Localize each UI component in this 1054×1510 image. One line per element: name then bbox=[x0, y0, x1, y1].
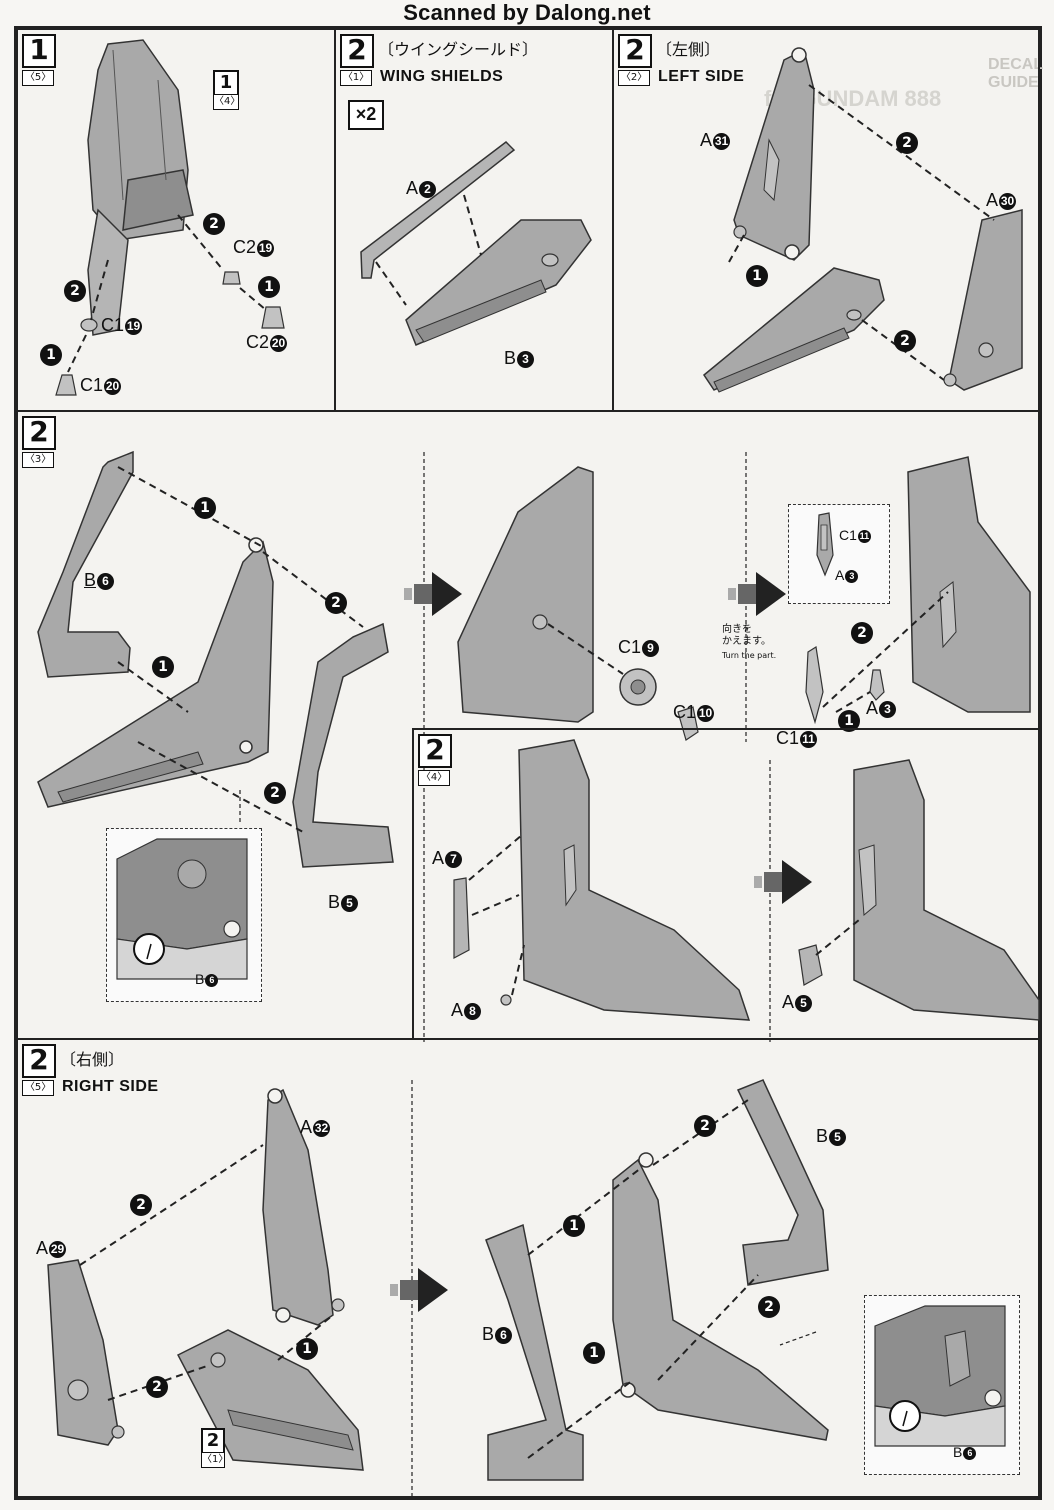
order-badge: 2 bbox=[694, 1115, 716, 1137]
sequence-arrow bbox=[754, 860, 812, 904]
substep-number: 〈5〉 bbox=[22, 1080, 54, 1096]
left-side-illustration bbox=[702, 47, 1023, 393]
step-number: 2 bbox=[418, 734, 452, 768]
sequence-arrow bbox=[728, 572, 786, 616]
ref-step-number: 2 bbox=[201, 1428, 225, 1454]
order-badge: 2 bbox=[851, 622, 873, 644]
step-2-4-illustration bbox=[453, 739, 1040, 1042]
ref-step-number: 1 bbox=[213, 70, 239, 96]
step-number: 2 bbox=[22, 416, 56, 450]
inset-part-illustration bbox=[816, 512, 834, 577]
panel-title-en: RIGHT SIDE bbox=[62, 1078, 159, 1095]
turn-note-jp: 向きを かえます。 bbox=[722, 624, 771, 647]
order-badge: 1 bbox=[296, 1338, 318, 1360]
wing-shield-illustration bbox=[360, 141, 592, 346]
order-badge: 1 bbox=[152, 656, 174, 678]
turn-note-en: Turn the part. bbox=[722, 651, 777, 660]
instruction-sheet: DECAL GUIDE for GUNDAM 888 1 〈5〉 1 〈4〉 2… bbox=[14, 26, 1043, 1500]
order-badge: 1 bbox=[40, 344, 62, 366]
ref-substep-number: 〈1〉 bbox=[201, 1452, 228, 1468]
order-badge: 2 bbox=[64, 280, 86, 302]
substep-number: 〈2〉 bbox=[618, 70, 650, 86]
order-badge: 2 bbox=[203, 213, 225, 235]
order-badge: 1 bbox=[258, 276, 280, 298]
inset-detail-illustration bbox=[874, 1305, 1006, 1447]
order-badge: 2 bbox=[896, 132, 918, 154]
substep-number: 〈1〉 bbox=[340, 70, 372, 86]
panel-title-jp: 〔ウイングシールド〕 bbox=[378, 40, 539, 59]
order-badge: 1 bbox=[746, 265, 768, 287]
panel-title-jp: 〔左側〕 bbox=[656, 40, 721, 59]
quantity-badge: ×2 bbox=[348, 100, 384, 130]
order-badge: 2 bbox=[758, 1296, 780, 1318]
order-badge: 2 bbox=[130, 1194, 152, 1216]
panel-title-jp: 〔右側〕 bbox=[60, 1050, 125, 1069]
assembly-illustration-body bbox=[55, 39, 285, 396]
order-badge: 2 bbox=[264, 782, 286, 804]
sequence-arrow bbox=[390, 1268, 448, 1312]
order-badge: 2 bbox=[894, 330, 916, 352]
panel-step-2-5: 2 〈5〉 〔右側〕 RIGHT SIDE bbox=[16, 1038, 1040, 1500]
order-badge: 2 bbox=[325, 592, 347, 614]
scan-watermark-title: Scanned by Dalong.net bbox=[403, 0, 651, 25]
order-badge: 1 bbox=[838, 710, 860, 732]
step-number: 2 bbox=[340, 34, 374, 68]
order-badge: 1 bbox=[194, 497, 216, 519]
substep-number: 〈3〉 bbox=[22, 452, 54, 468]
step-number: 1 bbox=[22, 34, 56, 68]
panel-step-2-3: 2 〈3〉 bbox=[16, 410, 1040, 1042]
substep-number: 〈5〉 bbox=[22, 70, 54, 86]
ref-substep-number: 〈4〉 bbox=[213, 94, 240, 110]
panel-title-en: WING SHIELDS bbox=[380, 68, 504, 85]
panel-title-en: LEFT SIDE bbox=[658, 68, 745, 85]
step-2-3-illustration bbox=[37, 450, 1031, 1042]
step-number: 2 bbox=[618, 34, 652, 68]
step-number: 2 bbox=[22, 1044, 56, 1078]
ghost-decal-guide: DECAL GUIDE bbox=[988, 56, 1043, 91]
order-badge: 1 bbox=[583, 1342, 605, 1364]
inset-detail-illustration bbox=[116, 838, 248, 980]
substep-number: 〈4〉 bbox=[418, 770, 450, 786]
sequence-arrow bbox=[404, 572, 462, 616]
order-badge: 2 bbox=[146, 1376, 168, 1398]
order-badge: 1 bbox=[563, 1215, 585, 1237]
